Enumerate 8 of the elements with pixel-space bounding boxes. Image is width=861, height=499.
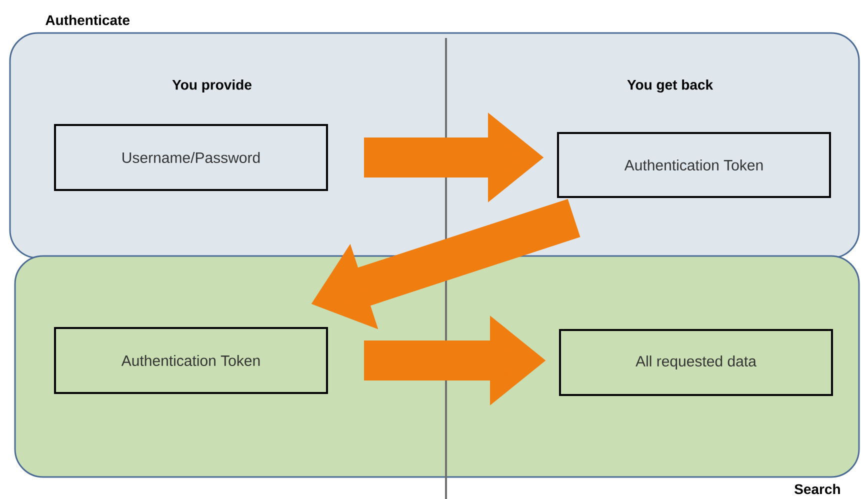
panel-title: Search xyxy=(794,484,840,494)
panel-title: Authenticate xyxy=(46,14,130,26)
text-box: All requested data xyxy=(559,329,833,396)
column-heading: You get back xyxy=(627,79,714,93)
text-box: Username/Password xyxy=(54,124,328,191)
text-box: Authentication Token xyxy=(54,327,328,394)
text-box: Authentication Token xyxy=(557,132,831,198)
column-heading: You provide xyxy=(172,79,252,93)
